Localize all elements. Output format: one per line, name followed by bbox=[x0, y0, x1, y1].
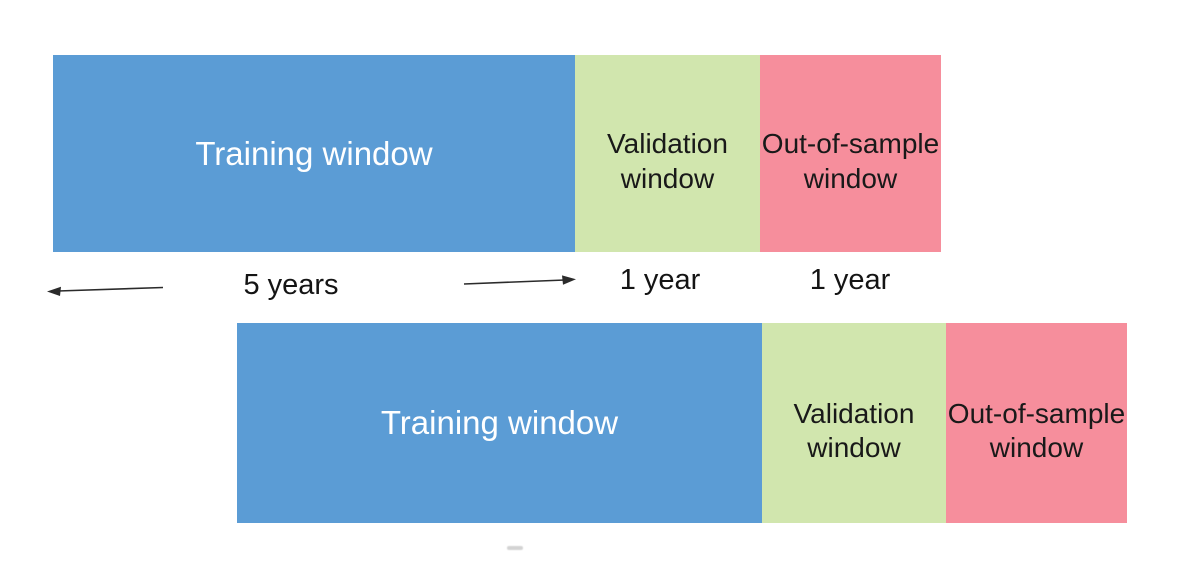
arrow-left-icon bbox=[47, 286, 164, 296]
fold2-out-of-sample-window-box: Out-of-sample window bbox=[946, 323, 1127, 523]
fold2-validation-window-box: Validation window bbox=[762, 323, 946, 523]
cropped-text-artifact bbox=[507, 546, 523, 550]
fold1-out-of-sample-window-label: Out-of-sample window bbox=[761, 128, 940, 194]
fold1-validation-window-box: Validation window bbox=[575, 55, 760, 252]
validation-duration-label: 1 year bbox=[619, 264, 701, 296]
fold1-training-window-box: Training window bbox=[53, 55, 575, 252]
fold2-training-window-label: Training window bbox=[380, 404, 619, 442]
fold1-out-of-sample-window-box: Out-of-sample window bbox=[760, 55, 941, 252]
fold2-validation-window-label: Validation window bbox=[793, 397, 915, 463]
out-of-sample-duration-label: 1 year bbox=[809, 264, 891, 296]
fold2-training-window-box: Training window bbox=[237, 323, 762, 523]
training-duration-label: 5 years bbox=[243, 269, 339, 301]
fold1-validation-window-label: Validation window bbox=[607, 128, 728, 194]
fold2-out-of-sample-window-label: Out-of-sample window bbox=[947, 397, 1126, 463]
fold1-training-window-label: Training window bbox=[195, 134, 433, 172]
arrow-right-icon bbox=[463, 275, 576, 285]
